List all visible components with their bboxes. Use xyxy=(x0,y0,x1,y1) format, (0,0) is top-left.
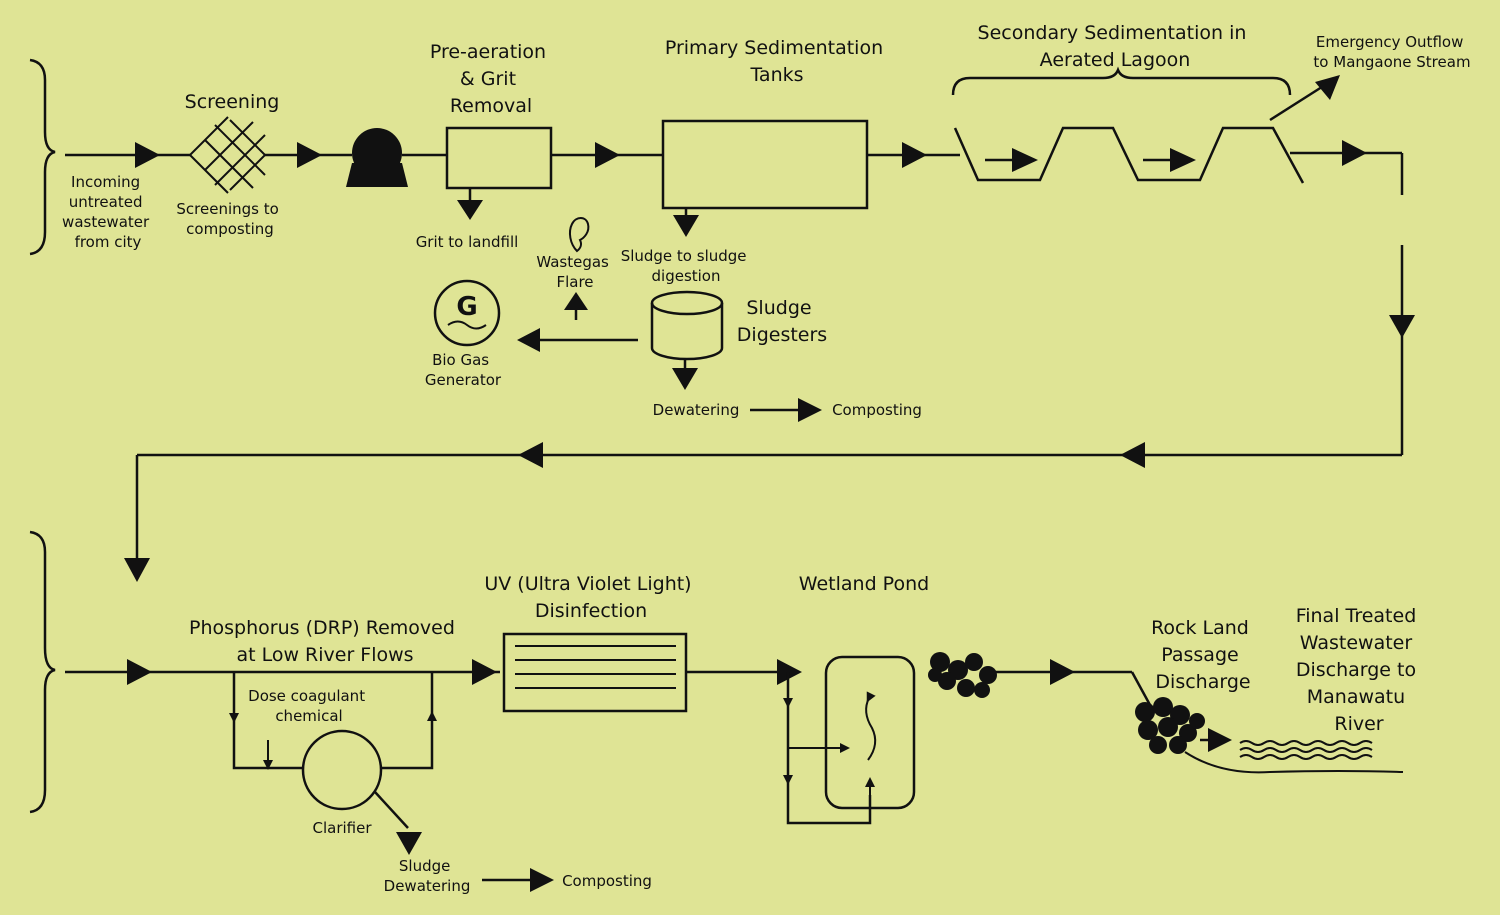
label-dewatering: Dewatering xyxy=(653,401,740,419)
flow-arrow-return-1 xyxy=(1120,442,1145,468)
flame-icon xyxy=(568,217,590,253)
wetland-flow-path xyxy=(865,691,877,761)
aerated-lagoon-profile xyxy=(953,126,1305,184)
emergency-outflow-arrow xyxy=(1315,75,1340,100)
label-pre-aeration: Pre-aeration & Grit Removal xyxy=(430,41,552,117)
lagoon-flow-arrow-1 xyxy=(1012,148,1038,172)
flow-arrow-5 xyxy=(1342,140,1367,166)
biogas-arrow xyxy=(517,328,540,352)
sludge-digester-tank xyxy=(650,290,724,361)
dewatering-arrow xyxy=(798,398,822,422)
river-icon xyxy=(1184,740,1404,774)
flare-arrow xyxy=(564,292,588,310)
label-primary-sedimentation: Primary Sedimentation Tanks xyxy=(665,37,889,86)
label-clarifier: Clarifier xyxy=(312,819,372,837)
pre-aeration-tank xyxy=(445,126,553,190)
pump-icon xyxy=(346,128,408,187)
label-wastegas: Wastegas Flare xyxy=(536,253,613,291)
label-wetland: Wetland Pond xyxy=(799,573,929,595)
label-final-discharge: Final Treated Wastewater Discharge to Ma… xyxy=(1296,605,1423,735)
label-generator-letter: G xyxy=(456,292,477,322)
label-coagulant: Dose coagulant chemical xyxy=(248,687,370,725)
clarifier-tank xyxy=(301,729,383,811)
primary-sedimentation-tank xyxy=(661,119,869,210)
flow-arrow-b4 xyxy=(1050,659,1075,685)
emergency-outflow-line xyxy=(1269,83,1326,122)
rock-land-passage-icon xyxy=(1135,697,1205,754)
label-composting-2: Composting xyxy=(562,872,652,890)
flow-arrow-b2 xyxy=(472,659,497,685)
flow-arrow-b1 xyxy=(127,659,152,685)
left-brace-bottom xyxy=(29,530,56,814)
flow-arrow-b3 xyxy=(777,659,802,685)
flow-arrow-return-2 xyxy=(518,442,543,468)
label-secondary-sedimentation: Secondary Sedimentation in Aerated Lagoo… xyxy=(978,22,1253,71)
label-composting-1: Composting xyxy=(832,401,922,419)
label-biogas-generator: Bio Gas Generator xyxy=(425,351,502,389)
label-uv: UV (Ultra Violet Light) Disinfection xyxy=(484,573,697,622)
sludge-arrow xyxy=(673,215,699,237)
rock-cluster-icon xyxy=(928,652,997,698)
label-sludge-digesters: Sludge Digesters xyxy=(737,297,827,346)
flow-arrow-down-right xyxy=(1389,315,1415,338)
rock-passage-line xyxy=(1130,671,1152,706)
phosphorus-loop-right xyxy=(381,672,434,770)
label-phosphorus: Phosphorus (DRP) Removed at Low River Fl… xyxy=(189,617,461,666)
uv-lamps xyxy=(515,645,676,689)
grit-arrow xyxy=(457,200,483,220)
screening-mesh-icon xyxy=(189,116,266,194)
clarifier-sludge-line xyxy=(374,791,409,829)
label-grit: Grit to landfill xyxy=(416,233,519,251)
label-incoming: Incoming untreated wastewater from city xyxy=(62,173,154,251)
left-brace-top xyxy=(29,58,56,256)
flow-arrow-4 xyxy=(902,142,927,168)
label-screening: Screening xyxy=(185,91,280,113)
flow-arrow-3 xyxy=(595,142,620,168)
flow-arrow-1 xyxy=(135,142,160,168)
clarifier-sludge-arrow xyxy=(396,832,422,855)
river-discharge-arrow xyxy=(1208,728,1232,752)
label-screenings: Screenings to composting xyxy=(176,200,283,238)
digester-arrow xyxy=(672,368,698,390)
label-rock-land: Rock Land Passage Discharge xyxy=(1151,617,1255,693)
generator-wave xyxy=(447,320,487,330)
flow-arrow-down-left xyxy=(124,558,150,582)
label-sludge-to-digestion: Sludge to sludge digestion xyxy=(621,247,752,285)
sludge-dewatering-arrow xyxy=(530,868,554,892)
generator-icon xyxy=(433,279,501,347)
lagoon-flow-arrow-2 xyxy=(1170,148,1196,172)
flow-arrow-2 xyxy=(297,142,322,168)
lagoon-brace xyxy=(951,66,1292,96)
label-emergency-outflow: Emergency Outflow to Mangaone Stream xyxy=(1313,33,1470,71)
label-sludge-dewatering: Sludge Dewatering xyxy=(384,857,471,895)
